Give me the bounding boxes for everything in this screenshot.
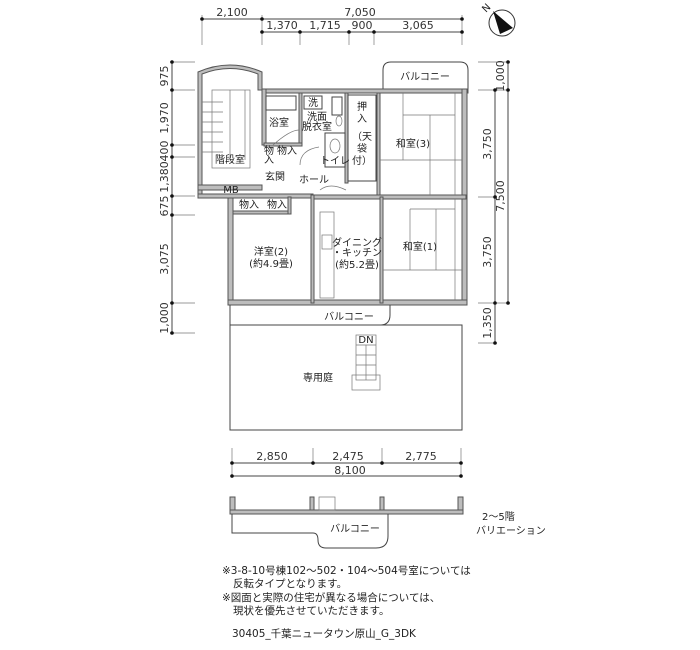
dim-label: 675	[158, 196, 171, 217]
dim-label: 2,775	[405, 450, 437, 463]
dim-label: 1,000	[158, 302, 171, 334]
dim-label: 3,750	[481, 236, 494, 268]
balcony-top-label: バルコニー	[400, 71, 450, 83]
balcony-bottom-label: バルコニー	[324, 311, 374, 323]
closet-label: 押	[357, 100, 367, 113]
closet-label: 入	[357, 114, 367, 125]
stairs-down-label: DN	[358, 335, 373, 346]
bath-label: 浴室	[269, 116, 289, 129]
dim-label: 975	[158, 66, 171, 87]
hall-label: ホール	[299, 174, 329, 186]
dim-label: 2,475	[332, 450, 364, 463]
storage-label: 物	[264, 144, 274, 157]
plan-code: 30405_千葉ニュータウン原山_G_3DK	[232, 627, 417, 640]
dim-label: 1,970	[158, 102, 171, 134]
dim-label: 3,075	[158, 243, 171, 275]
garden-label: 専用庭	[303, 371, 333, 384]
yoshitsu-2-size: (約4.9畳)	[249, 257, 293, 270]
dk-size: (約5.2畳)	[335, 258, 379, 271]
left-dimensions: 975 1,970 400 1,380 675 3,075 1,000	[158, 60, 195, 335]
yoshitsu-2-label: 洋室(2)	[254, 245, 288, 258]
washer-label: 洗	[308, 97, 318, 109]
washitsu-1-label: 和室(1)	[403, 240, 437, 253]
north-compass-icon: N	[480, 2, 516, 37]
dim-label: 8,100	[334, 464, 366, 477]
closet-label: （天	[352, 131, 372, 143]
dim-label: 1,350	[481, 307, 494, 339]
dim-label: 1,000	[494, 60, 507, 92]
notes: ※3-8-10号棟102～502・104～504号室については 反転タイプとなり…	[222, 564, 471, 640]
dim-label: 1,370	[266, 19, 298, 32]
storage-label: 入	[264, 155, 274, 166]
entrance-label: 玄関	[265, 170, 285, 183]
right-dimensions: 1,000 3,750 7,500 3,750 1,350	[478, 60, 510, 345]
variation-floors-label: 2～5階	[482, 511, 515, 523]
dim-label: 2,850	[256, 450, 288, 463]
dim-label: 1,715	[309, 19, 341, 32]
compass-north-label: N	[480, 2, 493, 15]
dk-label: ダイニング	[332, 236, 382, 249]
closet-label: 袋	[357, 142, 367, 155]
washitsu-3-label: 和室(3)	[396, 137, 430, 150]
dim-label: 7,050	[344, 6, 376, 19]
stairwell-label: 階段室	[215, 153, 245, 166]
washroom-label: 洗面	[307, 111, 327, 123]
storage-label: 物入	[239, 198, 259, 211]
dim-label: 3,750	[481, 128, 494, 160]
bottom-dimensions: 2,850 2,475 2,775 8,100	[230, 448, 463, 478]
dim-label: 400	[158, 141, 171, 162]
dim-label: 3,065	[402, 19, 434, 32]
variation-plan: バルコニー 2～5階 バリエーション	[229, 496, 546, 549]
mb-label: MB	[223, 185, 239, 196]
room-labels: バルコニー 浴室 洗 洗面 脱衣室 押 入 （天 袋 付） トイレ 和室(3) …	[215, 71, 450, 384]
dim-label: 1,380	[158, 161, 171, 193]
dim-label: 7,500	[494, 180, 507, 212]
storage-label: 物入	[277, 144, 297, 157]
building-walls	[197, 61, 469, 431]
variation-label: バリエーション	[476, 525, 546, 537]
dk-label: ・キッチン	[332, 247, 382, 259]
washroom-label: 脱衣室	[302, 120, 332, 133]
note-line: ※図面と実際の住宅が異なる場合については、	[222, 591, 440, 604]
note-line: ※3-8-10号棟102～502・104～504号室については	[222, 564, 471, 577]
dim-label: 900	[352, 19, 373, 32]
storage-label: 物入	[267, 198, 287, 211]
note-line: 現状を優先させていただきます。	[233, 604, 389, 617]
top-dimensions: 2,100 7,050 1,370 1,715 900 3,065	[200, 6, 464, 45]
variation-balcony-label: バルコニー	[330, 523, 380, 535]
toilet-label: トイレ	[320, 156, 350, 167]
note-line: 反転タイプとなります。	[233, 578, 347, 590]
closet-label: 付）	[352, 154, 372, 167]
dim-label: 2,100	[216, 6, 248, 19]
